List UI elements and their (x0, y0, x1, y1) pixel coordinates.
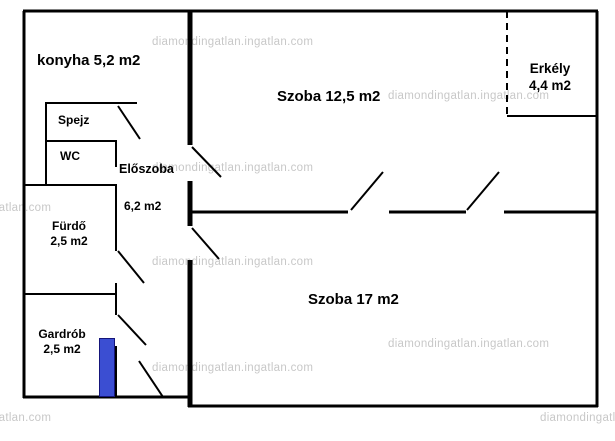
room-label-gardrob-block: Gardrób 2,5 m2 (26, 327, 98, 357)
room-label-erkely-block: Erkély 4,4 m2 (508, 61, 592, 95)
watermark-text: diamondingatlan.ingatlan.com (540, 412, 615, 424)
room-area-furdo: 2,5 m2 (50, 234, 88, 248)
watermark-text: diamondingatlan.ingatlan.com (388, 338, 550, 350)
room-label-konyha: konyha 5,2 m2 (37, 52, 141, 69)
room-label-wc: WC (60, 149, 80, 163)
outer-wall (22, 9, 599, 408)
room-area-erkely: 4,4 m2 (528, 77, 572, 93)
room-label-furdo-block: Fürdő 2,5 m2 (38, 219, 100, 249)
room-label-eloszoba: Előszoba (119, 162, 174, 176)
watermark-text: diamondingatlan.ingatlan.com (152, 162, 314, 174)
room-area-eloszoba: 6,2 m2 (124, 199, 162, 213)
room-label-szoba-17: Szoba 17 m2 (308, 291, 399, 308)
wardrobe-highlight-bar (99, 338, 115, 397)
watermark-text: diamondingatlan.ingatlan.com (0, 412, 52, 424)
room-label-spejz: Spejz (58, 113, 90, 127)
room-label-erkely: Erkély (529, 61, 571, 76)
door-swing-marks (117, 105, 500, 398)
room-label-gardrob: Gardrób (38, 327, 86, 341)
partition-walls (24, 102, 137, 398)
room-area-gardrob: 2,5 m2 (43, 342, 81, 356)
watermark-text: diamondingatlan.ingatlan.com (388, 90, 550, 102)
room-label-szoba-125: Szoba 12,5 m2 (277, 88, 381, 105)
room-label-furdo: Fürdő (52, 219, 86, 233)
